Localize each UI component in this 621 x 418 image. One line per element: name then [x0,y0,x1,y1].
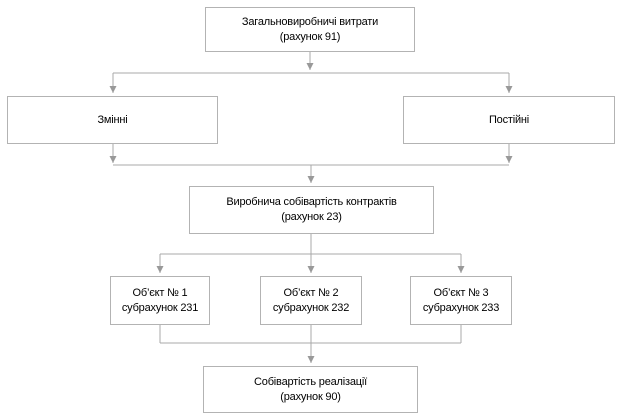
node-label-line: субрахунок 233 [422,301,500,314]
node-label-line: Постійні [488,113,530,126]
node-object-3: Об’єкт № 3 субрахунок 233 [410,276,512,325]
node-label-line: Об’єкт № 1 [132,286,188,299]
node-object-2: Об’єкт № 2 субрахунок 232 [260,276,362,325]
node-label-line: Об’єкт № 2 [283,286,339,299]
node-overhead-costs: Загальновиробничі витрати (рахунок 91) [205,7,415,52]
node-variable-costs: Змінні [7,96,218,144]
node-label-line: (рахунок 23) [281,211,342,223]
node-label-line: Собівартість реалізації [254,375,367,388]
node-label-line: Об’єкт № 3 [433,286,489,299]
node-production-cost: Виробнича собівартість контрактів (рахун… [189,186,434,234]
node-object-1: Об’єкт № 1 субрахунок 231 [110,276,210,325]
node-label-line: Загальновиробничі витрати [241,15,379,28]
node-label-line: Змінні [97,113,128,126]
node-label-line: (рахунок 91) [279,30,341,43]
node-label-line: субрахунок 231 [121,301,199,314]
node-label-line: Виробнича собівартість контрактів [226,196,397,208]
node-fixed-costs: Постійні [403,96,615,144]
node-label-line: (рахунок 90) [280,390,341,403]
node-label-line: субрахунок 232 [272,301,350,314]
node-cost-of-sales: Собівартість реалізації (рахунок 90) [203,366,418,413]
